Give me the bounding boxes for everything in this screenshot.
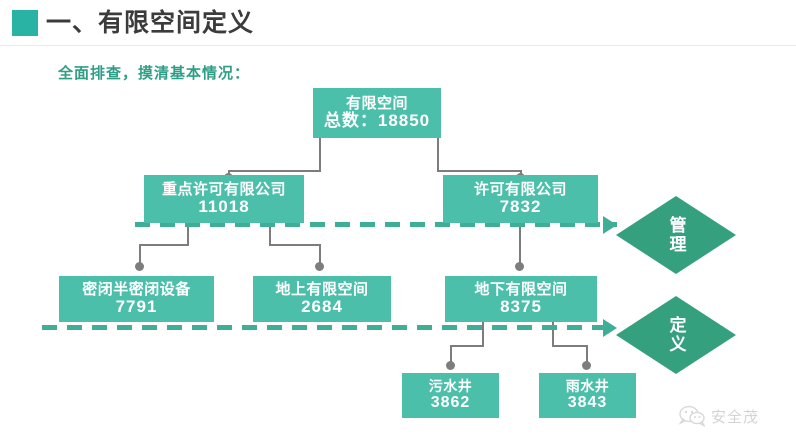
edge-root-to-company-h — [437, 170, 522, 172]
node-below-ground-label: 地下有限空间 — [474, 280, 568, 298]
edge-endpoint-dot — [135, 262, 144, 271]
edge-below-to-rain-v2 — [586, 345, 588, 363]
node-sealed-equipment-label: 密闭半密闭设备 — [82, 280, 191, 298]
edge-key-company-to-above-h — [269, 244, 321, 246]
diamond-shape-icon — [616, 196, 736, 274]
edge-endpoint-dot — [446, 361, 455, 370]
watermark: 安全茂 — [679, 405, 759, 427]
edge-below-to-rain-v1 — [552, 315, 554, 347]
node-above-ground[interactable]: 地上有限空间 2684 — [253, 276, 391, 322]
band-label-define: 定义 — [616, 296, 736, 374]
node-rain-well-label: 雨水井 — [565, 378, 610, 395]
node-sealed-equipment-value: 7791 — [115, 296, 158, 316]
node-key-company[interactable]: 重点许可有限公司 11018 — [144, 175, 304, 223]
wechat-icon — [679, 405, 705, 427]
node-sealed-equipment[interactable]: 密闭半密闭设备 7791 — [59, 276, 214, 322]
node-sewage-well[interactable]: 污水井 3862 — [402, 373, 499, 418]
edge-key-company-to-above-v1 — [269, 214, 271, 246]
edge-key-company-to-sealed-h — [139, 244, 189, 246]
node-root-label: 有限空间 — [345, 94, 408, 112]
edge-below-to-rain-h — [552, 345, 588, 347]
node-below-ground[interactable]: 地下有限空间 8375 — [445, 276, 597, 322]
dashed-band-manage-line — [135, 222, 617, 227]
edge-below-to-sewage-v1 — [482, 315, 484, 347]
node-company-value: 7832 — [499, 196, 542, 216]
edge-company-to-below-v — [519, 214, 521, 264]
edge-key-company-to-above-v2 — [319, 244, 321, 264]
edge-key-company-to-sealed-v1 — [187, 214, 189, 246]
node-sewage-well-value: 3862 — [430, 394, 471, 412]
node-above-ground-label: 地上有限空间 — [275, 280, 369, 298]
dashed-band-manage-arrow-icon — [603, 216, 617, 234]
band-label-manage-text: 管理 — [666, 216, 686, 254]
node-sewage-well-label: 污水井 — [428, 378, 473, 395]
node-key-company-label: 重点许可有限公司 — [161, 180, 286, 198]
dashed-band-define-arrow-icon — [603, 319, 617, 337]
node-company[interactable]: 许可有限公司 7832 — [443, 175, 598, 223]
diamond-shape-icon — [616, 296, 736, 374]
edge-below-to-sewage-h — [450, 345, 484, 347]
edge-endpoint-dot — [315, 262, 324, 271]
edge-key-company-to-sealed-v2 — [139, 244, 141, 264]
edge-root-to-key-company-h — [228, 170, 321, 172]
subtitle-text: 全面排查，摸清基本情况： — [58, 65, 251, 82]
band-label-manage: 管理 — [616, 196, 736, 274]
edge-root-to-company-v1 — [437, 138, 439, 172]
edge-endpoint-dot — [515, 262, 524, 271]
node-key-company-value: 11018 — [198, 196, 250, 216]
header-divider — [0, 45, 796, 46]
band-label-define-text: 定义 — [666, 316, 686, 354]
dashed-band-define-line — [42, 325, 617, 330]
node-above-ground-value: 2684 — [301, 296, 343, 316]
square-bullet-icon — [12, 10, 38, 36]
page-title: 一、有限空间定义 — [46, 9, 255, 37]
node-root[interactable]: 有限空间 总数：18850 — [313, 88, 441, 138]
edge-endpoint-dot — [582, 361, 591, 370]
node-company-label: 许可有限公司 — [473, 180, 567, 198]
node-below-ground-value: 8375 — [500, 296, 542, 316]
node-rain-well-value: 3843 — [567, 394, 608, 412]
node-rain-well[interactable]: 雨水井 3843 — [539, 373, 636, 418]
watermark-text: 安全茂 — [711, 408, 760, 426]
edge-below-to-sewage-v2 — [450, 345, 452, 363]
edge-root-to-key-company-v1 — [319, 138, 321, 172]
node-root-value: 总数：18850 — [323, 110, 431, 130]
